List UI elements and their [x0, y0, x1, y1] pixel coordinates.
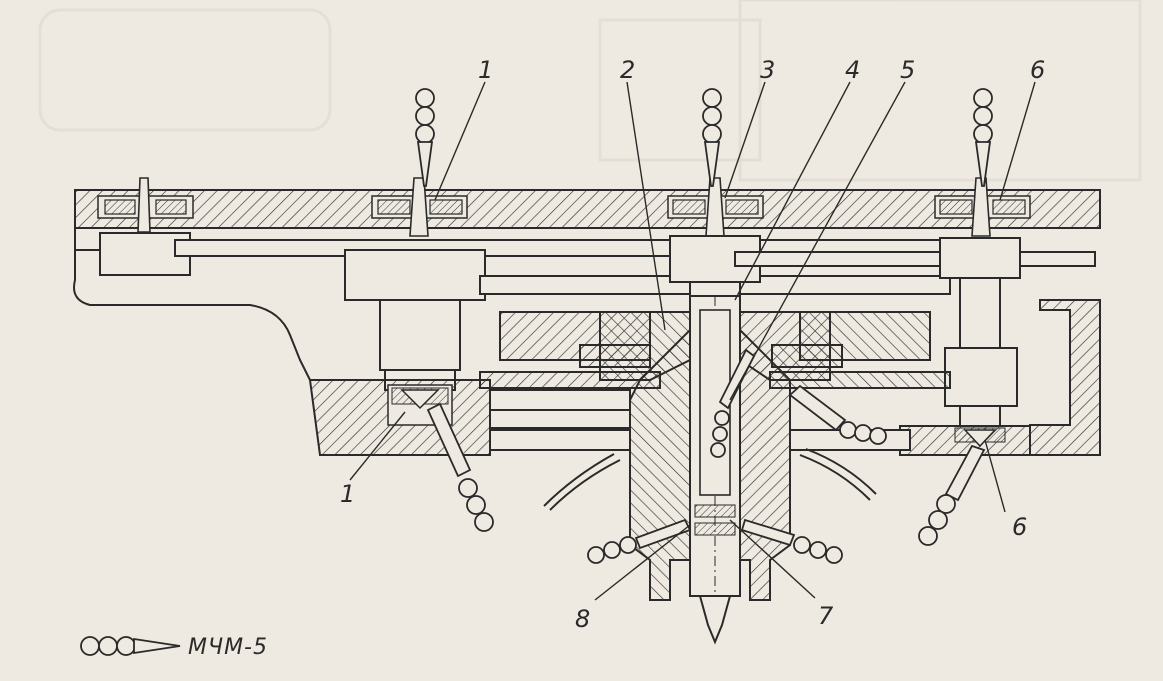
oil-marker-top-6	[973, 88, 993, 187]
oil-marker-bottom-6	[918, 444, 986, 546]
top-jewels	[104, 199, 1026, 215]
oil-marker-top-1	[415, 88, 435, 187]
oil-marker-lower-left	[587, 518, 692, 564]
label-6-top: 6	[1030, 56, 1045, 84]
legend-oil-icon	[80, 636, 181, 656]
central-housing	[479, 311, 951, 389]
bleed-through-shadow	[38, 0, 1142, 182]
oil-marker-lower-right	[740, 518, 843, 564]
part-labels: 1 2 3 4 5 6 1 6 8 7	[340, 56, 1045, 633]
label-2: 2	[620, 56, 635, 84]
label-3: 3	[760, 56, 775, 84]
label-7: 7	[818, 602, 834, 630]
leader-lines	[349, 81, 1036, 601]
wheels	[99, 232, 1096, 301]
label-8: 8	[575, 605, 590, 633]
oil-marker-top-3	[702, 88, 722, 187]
top-pivots	[137, 177, 991, 237]
label-5: 5	[900, 56, 915, 84]
oil-marker-inside	[710, 348, 756, 458]
label-1-bottom: 1	[340, 480, 355, 508]
right-frame	[899, 299, 1101, 456]
label-6-bottom: 6	[1012, 513, 1027, 541]
legend: МЧМ-5	[80, 635, 268, 660]
label-4: 4	[845, 56, 860, 84]
label-1-top: 1	[478, 56, 493, 84]
oil-marker-bottom-1	[426, 402, 494, 532]
springs	[543, 448, 877, 511]
oil-marker-right	[788, 384, 887, 445]
legend-label: МЧМ-5	[188, 635, 268, 660]
oil-markers	[415, 88, 993, 564]
